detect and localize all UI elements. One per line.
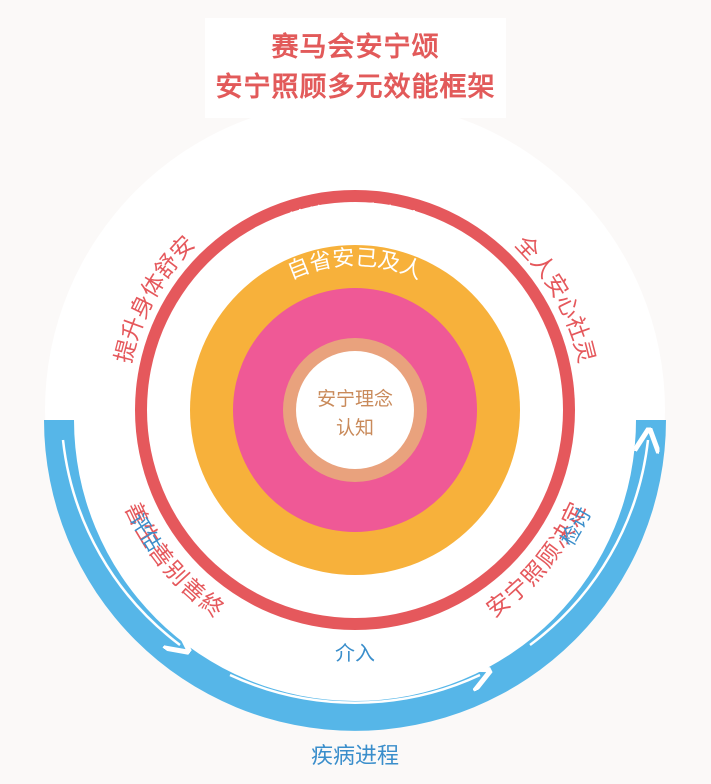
arrow-intervene-icon xyxy=(229,675,480,704)
title-line-1: 赛马会安宁颂 xyxy=(271,32,440,63)
arrow-review-icon xyxy=(529,440,648,647)
core-line-1: 安宁理念 xyxy=(317,387,393,410)
arrow-assess-icon xyxy=(61,439,180,645)
process-intervene-label: 介入 xyxy=(335,641,375,665)
title-line-2: 安宁照顾多元效能框架 xyxy=(215,72,496,103)
core-center xyxy=(296,351,414,469)
core-line-2: 认知 xyxy=(336,417,374,439)
disease-process-caption: 疾病进程 xyxy=(311,744,399,769)
